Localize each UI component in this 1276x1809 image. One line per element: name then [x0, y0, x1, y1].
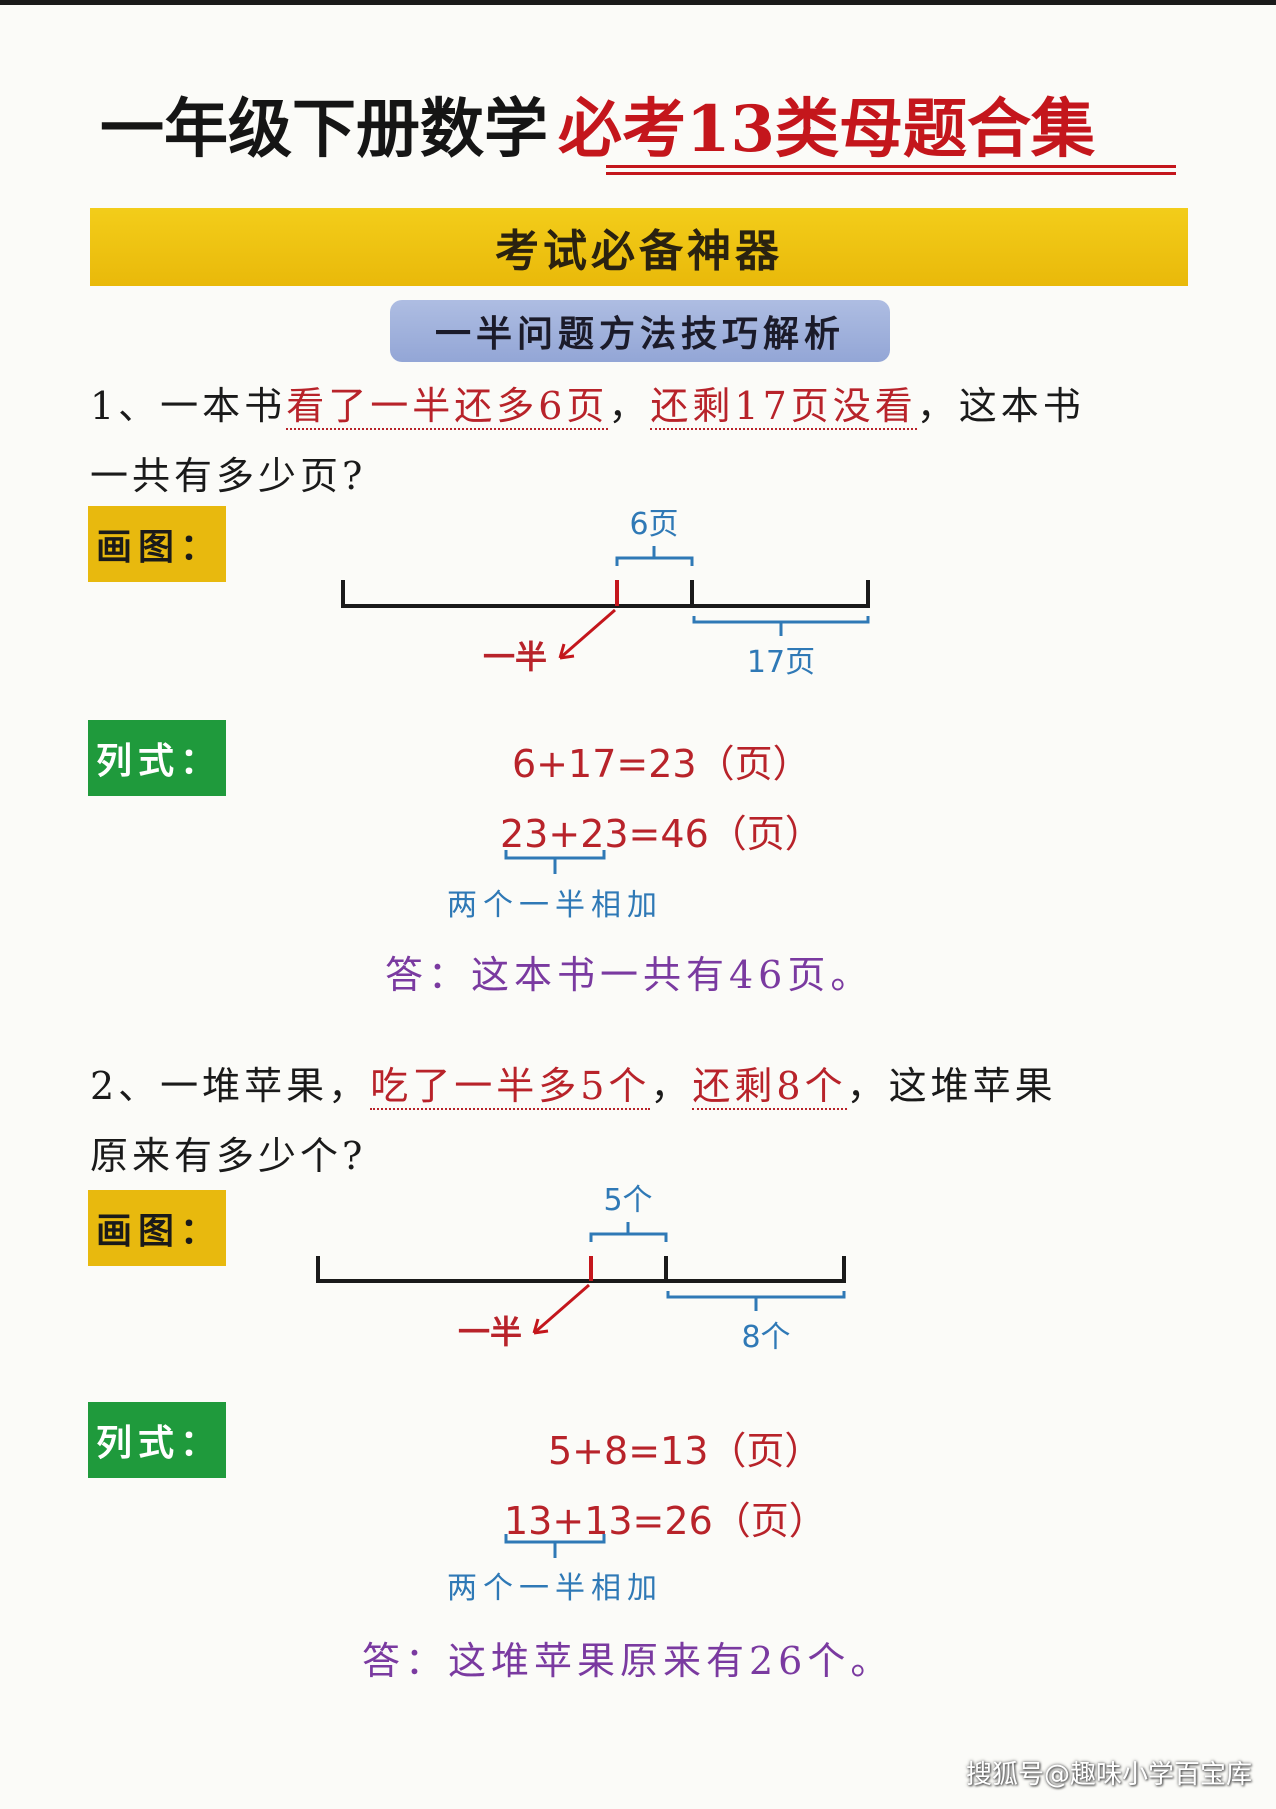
problem1-highlight-1: 看了一半还多6页: [286, 384, 609, 430]
problem2-highlight-1: 吃了一半多5个: [370, 1064, 651, 1110]
problem2-text-a: 2、一堆苹果，: [90, 1064, 371, 1108]
banner: 考试必备神器: [90, 208, 1188, 286]
problem1-eq1: 6+17=23（页）: [512, 742, 811, 786]
diagram-arrowhead: [558, 643, 575, 660]
problem1-diagram: 6页 17页 一半: [341, 507, 870, 680]
problem2-text-e: ，这堆苹果: [846, 1064, 1057, 1108]
diagram-top-brace: [589, 1222, 668, 1242]
title-underline: [606, 165, 1176, 175]
problem1-text-c: ，: [608, 384, 651, 428]
problem1-text-e: ，这本书: [916, 384, 1085, 428]
problem2-draw-tag: 画图：: [88, 1190, 226, 1266]
problem1-highlight-2: 还剩17页没看: [650, 384, 917, 430]
problem1-draw-tag: 画图：: [88, 506, 226, 582]
problem2-eq2: 13+13=26（页）: [504, 1499, 827, 1543]
problem1-line1: 1、一本书看了一半还多6页，还剩17页没看，这本书: [90, 378, 1085, 434]
problem1-formula-tag: 列式：: [88, 720, 226, 796]
page-title: 一年级下册数学 必考13类母题合集: [100, 85, 1095, 175]
problem1-note: 两个一半相加: [447, 888, 663, 923]
diagram-half-label: 一半: [458, 1313, 522, 1351]
diagram-top-label: 6页: [629, 507, 678, 542]
problem2-line2: 原来有多少个?: [90, 1134, 367, 1178]
problem2-line1: 2、一堆苹果，吃了一半多5个，还剩8个，这堆苹果: [90, 1058, 1057, 1114]
problem2-answer: 答：这堆苹果原来有26个。: [362, 1639, 894, 1683]
watermark: 搜狐号@趣味小学百宝库: [965, 1760, 1252, 1790]
subtitle-text: 一半问题方法技巧解析: [434, 313, 845, 355]
problem2-note: 两个一半相加: [447, 1571, 663, 1606]
diagram-bottom-brace: [692, 616, 870, 636]
problem1-sum-brace: [504, 850, 606, 874]
problem1-text-a: 1、一本书: [90, 384, 287, 428]
title-highlight: 必考13类母题合集: [558, 92, 1096, 167]
problem1-eq2: 23+23=46（页）: [500, 812, 823, 856]
diagram-top-label: 5个: [603, 1183, 652, 1218]
diagram-top-brace: [615, 546, 694, 566]
diagram-arrow: [533, 1283, 590, 1335]
top-border: [0, 0, 1276, 5]
diagram-bottom-label: 17页: [747, 645, 815, 680]
problem1-line2: 一共有多少页?: [90, 454, 367, 498]
diagram-bottom-brace: [666, 1291, 846, 1311]
diagram-arrowhead: [532, 1318, 549, 1335]
problem2-diagram: 5个 8个 一半: [316, 1183, 846, 1355]
problem2-highlight-2: 还剩8个: [692, 1064, 847, 1110]
diagram-bottom-label: 8个: [741, 1320, 790, 1355]
problem2-eq1: 5+8=13（页）: [548, 1429, 823, 1473]
problem2-text-c: ，: [650, 1064, 693, 1108]
diagram-arrow: [559, 608, 616, 660]
title-main: 一年级下册数学: [100, 92, 548, 167]
banner-text: 考试必备神器: [495, 226, 783, 277]
problem1-answer: 答：这本书一共有46页。: [385, 953, 874, 997]
diagram-half-label: 一半: [483, 638, 547, 676]
subtitle-pill: 一半问题方法技巧解析: [390, 300, 890, 362]
problem2-formula-tag: 列式：: [88, 1402, 226, 1478]
problem2-sum-brace: [504, 1534, 606, 1558]
